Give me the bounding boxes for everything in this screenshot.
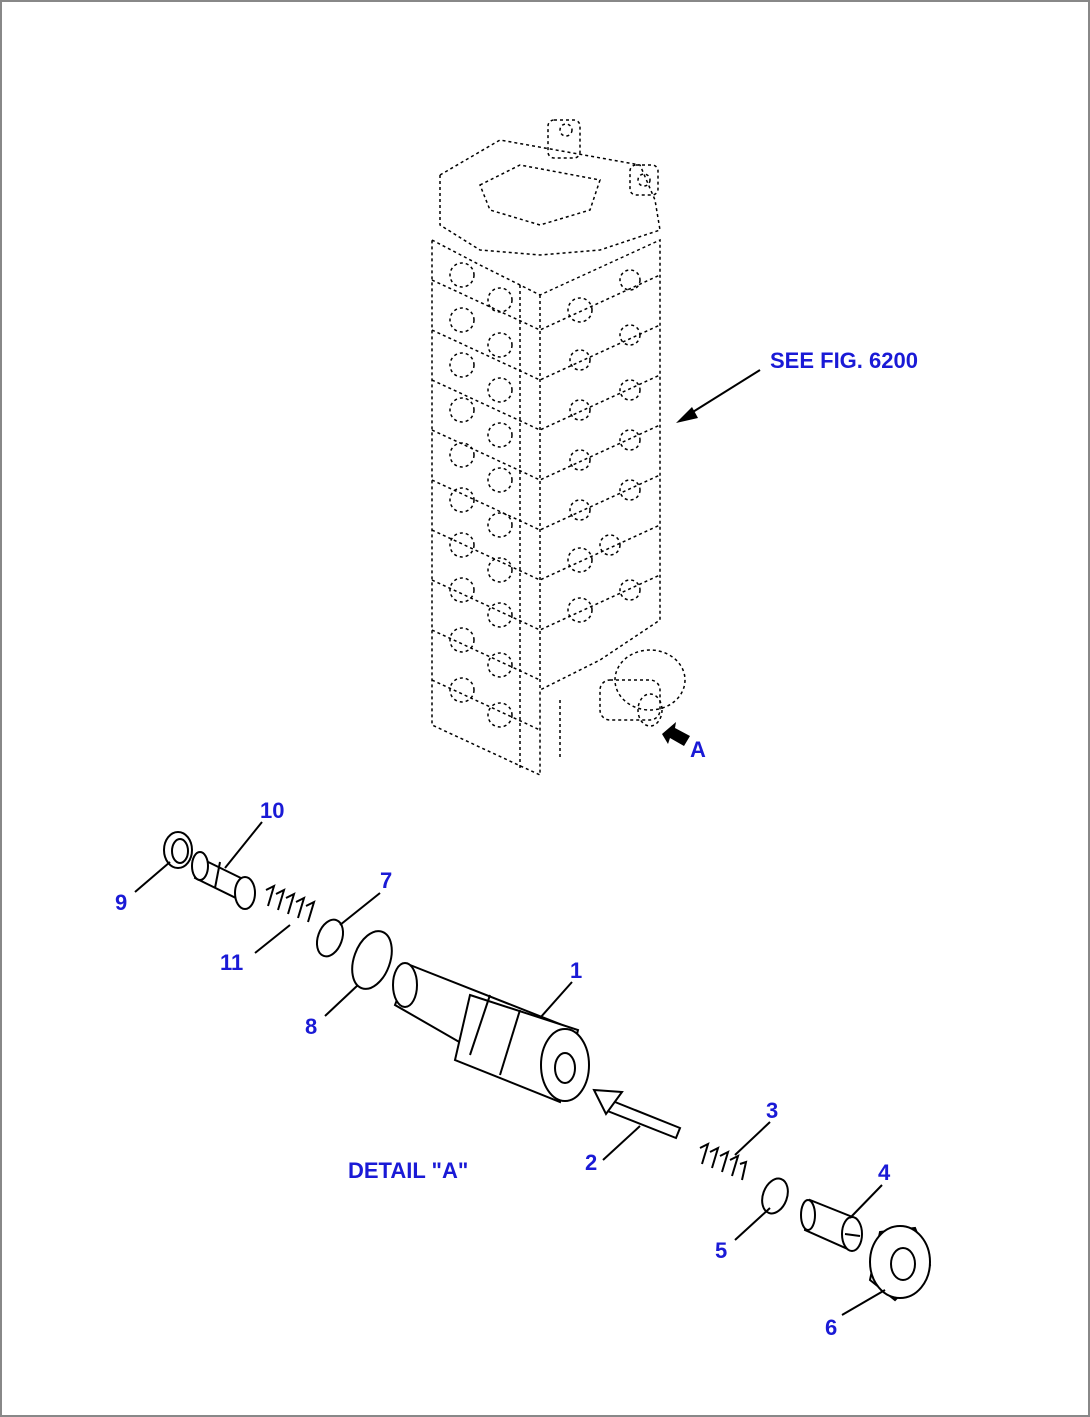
- part-label-11: 11: [220, 950, 243, 975]
- part-label-7: 7: [380, 868, 392, 893]
- part-11-spring: [265, 884, 316, 923]
- view-a-label: A: [690, 737, 706, 762]
- see-fig-callout: SEE FIG. 6200: [676, 348, 918, 423]
- part-7-oring: [315, 918, 345, 958]
- part-2-pin: [592, 1088, 682, 1140]
- part-3-spring: [699, 1142, 748, 1181]
- part-8-oring: [351, 930, 393, 990]
- see-fig-leader: [687, 369, 761, 416]
- part-5-oring: [761, 1177, 789, 1215]
- part-label-10: 10: [260, 798, 284, 823]
- part-6-nut: [868, 1225, 932, 1302]
- view-a-arrow: [662, 722, 690, 746]
- part-label-1: 1: [570, 958, 582, 983]
- part-label-6: 6: [825, 1315, 837, 1340]
- part-label-3: 3: [766, 1098, 778, 1123]
- part-9-ring: [163, 831, 193, 869]
- part-label-8: 8: [305, 1014, 317, 1039]
- part-label-5: 5: [715, 1238, 727, 1263]
- leader-lines: [134, 821, 886, 1316]
- part-1-valve-body: [392, 962, 590, 1104]
- see-fig-label: SEE FIG. 6200: [770, 348, 918, 373]
- detail-a-caption: DETAIL "A": [348, 1158, 468, 1183]
- part-label-2: 2: [585, 1150, 597, 1175]
- part-10-plug: [191, 851, 256, 910]
- control-valve-assembly: [431, 119, 686, 777]
- view-a-indicator: A: [662, 722, 706, 762]
- see-fig-arrowhead: [676, 407, 698, 423]
- part-label-9: 9: [115, 890, 127, 915]
- part-label-4: 4: [878, 1160, 891, 1185]
- part-4-plug: [800, 1198, 863, 1252]
